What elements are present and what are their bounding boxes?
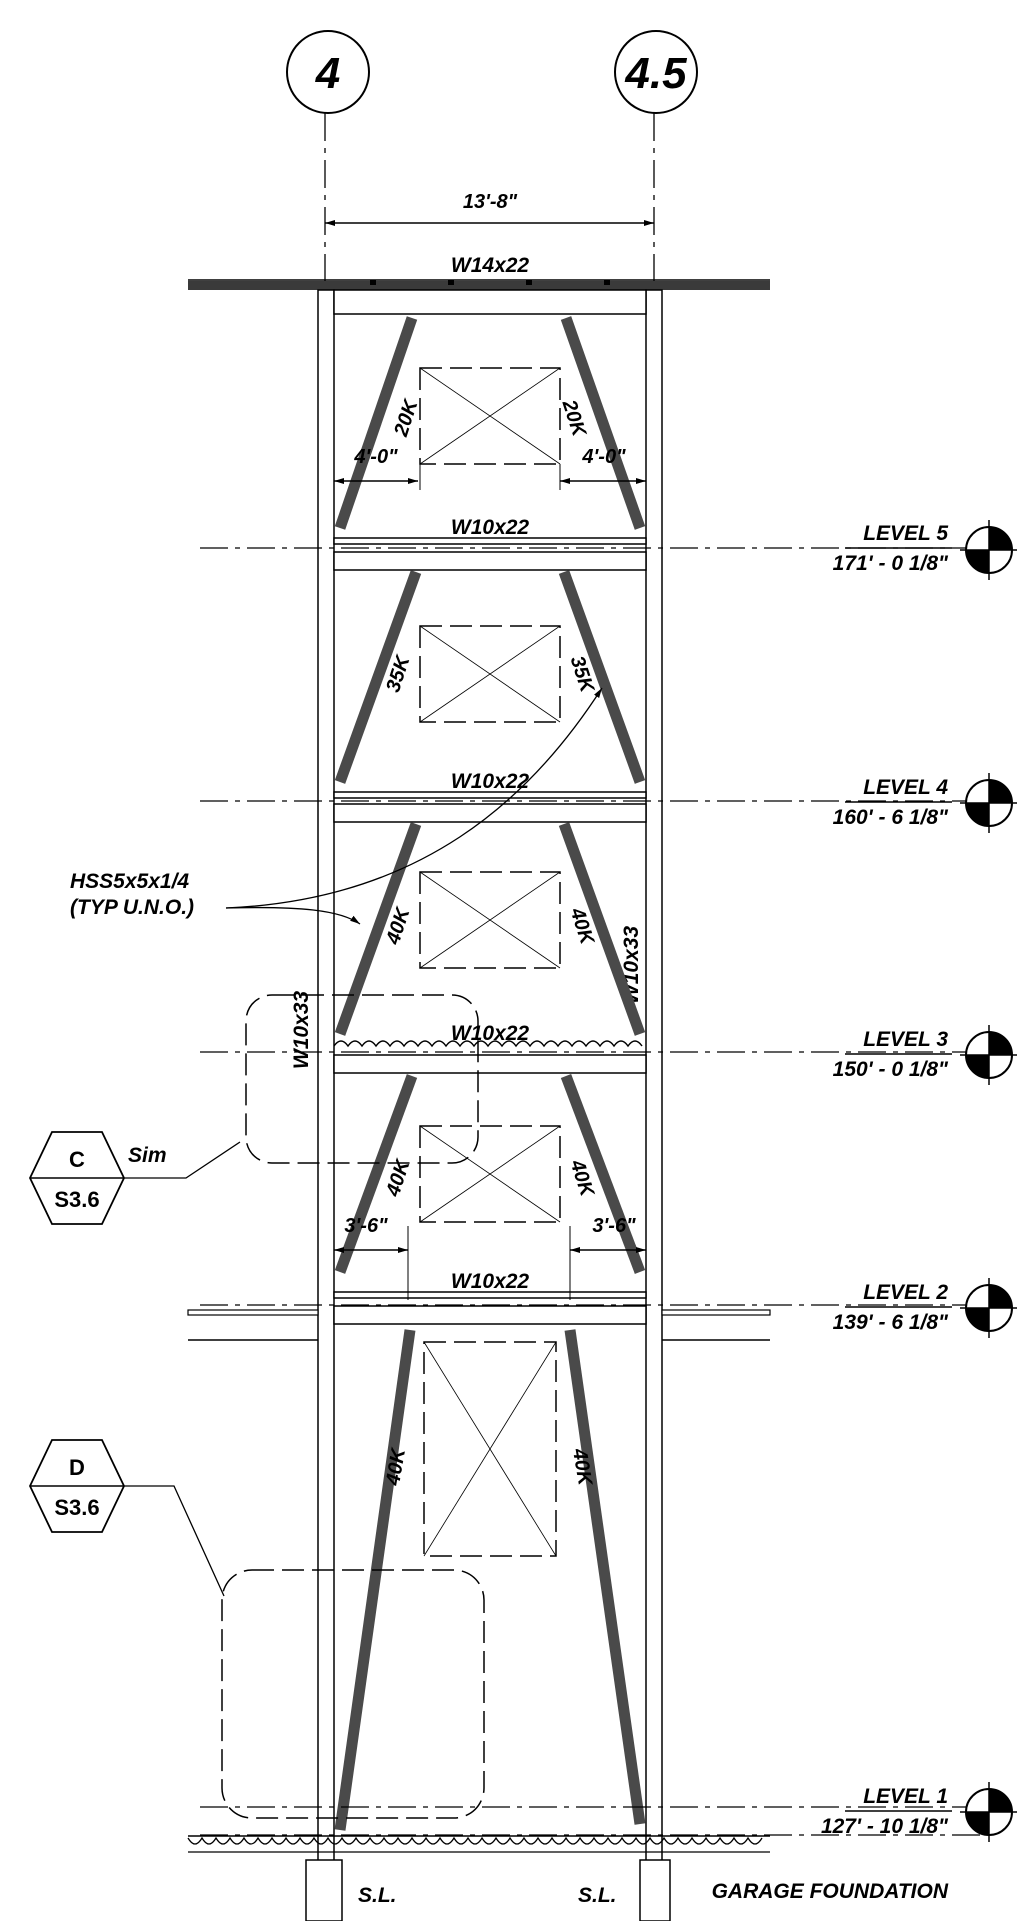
level-datum-icon — [960, 520, 1017, 580]
overall-dimension: 13'-8" — [325, 191, 654, 226]
beam-level-5 — [333, 537, 647, 571]
brace-load-label: 20K — [390, 396, 423, 440]
beam-label-level-5: W10x22 — [451, 516, 530, 539]
opening-diagonals — [419, 367, 561, 1557]
brace-load-label: 40K — [382, 1445, 410, 1487]
column-right — [645, 289, 663, 1896]
braces — [334, 316, 646, 1831]
slab-label-right: S.L. — [578, 1884, 617, 1907]
roof-slab — [188, 279, 770, 290]
beam-label-level-3: W10x22 — [451, 1022, 530, 1045]
detail-tag-note: Sim — [128, 1144, 167, 1167]
brace-note-leaders — [225, 687, 603, 925]
beam-roof — [333, 289, 647, 315]
dimension-label-mid-right: 3'-6" — [592, 1215, 636, 1237]
level-elevation: 160' - 6 1/8" — [833, 806, 949, 829]
level-datum-icon — [960, 773, 1017, 833]
level-name: LEVEL 5 — [863, 522, 948, 545]
overall-dimension-label: 13'-8" — [463, 191, 518, 213]
dimension-label-top-right: 4'-0" — [581, 446, 626, 468]
level-datum-icon — [960, 1782, 1017, 1842]
level-lines — [200, 547, 980, 1836]
brace-note-line2: (TYP U.N.O.) — [70, 896, 194, 919]
dimension-top — [334, 464, 646, 490]
pier-left — [305, 1859, 343, 1921]
detail-tag-sheet: S3.6 — [54, 1495, 99, 1520]
column-left — [317, 289, 335, 1896]
level-datum-icon — [960, 1278, 1017, 1338]
detail-callout-d: D S3.6 — [29, 1439, 485, 1819]
detail-tag-letter: C — [69, 1147, 85, 1172]
level-name: LEVEL 1 — [863, 1785, 948, 1808]
beam-label-level-4: W10x22 — [451, 770, 530, 793]
level-datum-icon — [960, 1025, 1017, 1085]
brace-load-label: 20K — [557, 396, 590, 440]
deck-level-1 — [187, 1835, 770, 1853]
slab-level-2 — [187, 1309, 771, 1341]
dimension-label-mid-left: 3'-6" — [344, 1215, 388, 1237]
detail-callout-c: C S3.6 Sim — [29, 994, 479, 1225]
beam-level-4 — [333, 791, 647, 823]
beam-level-3 — [333, 1040, 647, 1074]
level-name: LEVEL 3 — [863, 1028, 948, 1051]
dimension-label-top-left: 4'-0" — [353, 446, 398, 468]
slab-label-left: S.L. — [358, 1884, 397, 1907]
level-elevation: 150' - 0 1/8" — [833, 1058, 949, 1081]
grid-bubble-label: 4.5 — [624, 49, 687, 98]
beam-label-level-2: W10x22 — [451, 1270, 530, 1293]
level-marker-1: LEVEL 1 127' - 10 1/8" — [821, 1782, 1017, 1842]
level-marker-2: LEVEL 2 139' - 6 1/8" — [833, 1278, 1017, 1338]
brace-note-line1: HSS5x5x1/4 — [70, 870, 189, 893]
openings — [419, 367, 561, 1557]
level-name: LEVEL 4 — [863, 776, 948, 799]
level-elevation: 139' - 6 1/8" — [833, 1311, 949, 1334]
pier-right — [639, 1859, 671, 1921]
level-marker-3: LEVEL 3 150' - 0 1/8" — [833, 1025, 1017, 1085]
beam-level-2 — [333, 1291, 647, 1325]
column-label-left: W10x33 — [290, 991, 313, 1070]
dimension-mid — [334, 1226, 646, 1300]
level-name: LEVEL 2 — [863, 1281, 948, 1304]
level-elevation: 127' - 10 1/8" — [821, 1815, 949, 1838]
detail-tag-sheet: S3.6 — [54, 1187, 99, 1212]
level-marker-5: LEVEL 5 171' - 0 1/8" — [833, 520, 1017, 580]
grid-bubble-label: 4 — [315, 49, 340, 98]
level-marker-4: LEVEL 4 160' - 6 1/8" — [833, 773, 1017, 833]
roof-beam-label: W14x22 — [451, 254, 530, 277]
foundation-level-name-line1: GARAGE FOUNDATION — [712, 1880, 949, 1903]
level-elevation: 171' - 0 1/8" — [833, 552, 949, 575]
detail-tag-letter: D — [69, 1455, 85, 1480]
